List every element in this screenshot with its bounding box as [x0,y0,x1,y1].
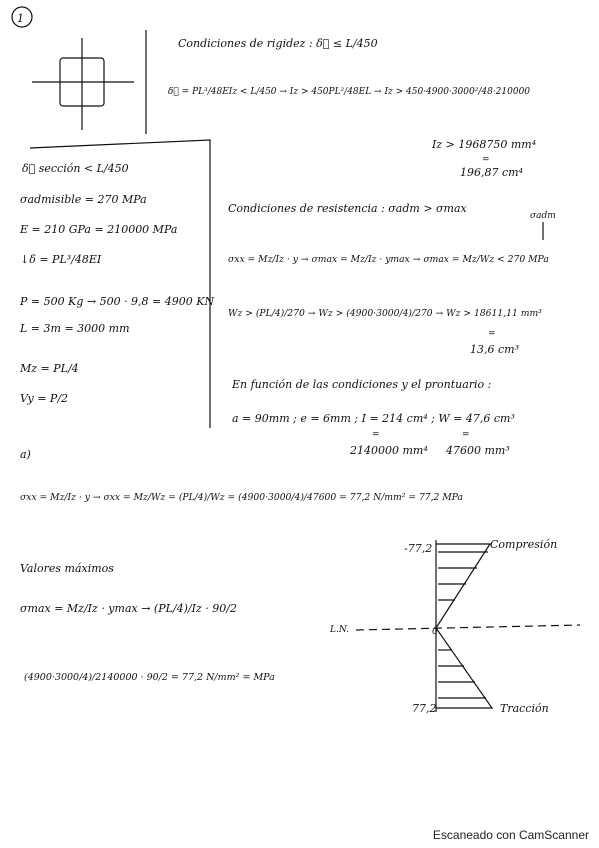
profile-intro: En función de las condiciones y el pront… [231,378,491,391]
part-a-equation: σxx = Mz/Iz · y → σxx = Mz/Wz = (PL/4)/W… [20,492,463,503]
diagram-zero-label: 0 [432,627,438,637]
problem-number-circle [11,6,33,28]
profile-mm-2: 47600 mm³ [445,444,510,457]
part-a-label: a) [20,448,31,461]
profile-values: a = 90mm ; e = 6mm ; I = 214 cm⁴ ; W = 4… [232,412,515,425]
stress-profile [435,543,494,709]
data-e-modulus: E = 210 GPa = 210000 MPa [19,223,177,236]
diagram-bottom-value: 77,2 [412,702,437,715]
problem-number: 1 [17,12,24,25]
profile-equals-2: = [462,430,470,440]
data-deflection-formula: ↓δ = PL³/48EI [20,253,102,266]
resistance-line1: σxx = Mz/Iz · y → σmax = Mz/Iz · ymax → … [228,254,549,265]
data-sigma-adm: σadmisible = 270 MPa [20,193,147,206]
rigidity-result-cm: 196,87 cm⁴ [460,166,523,179]
max-values-equation: σmax = Mz/Iz · ymax → (PL/4)/Iz · 90/2 [20,602,237,615]
profile-mm-1: 2140000 mm⁴ [349,444,428,457]
diagram-compression-label: Compresión [490,538,557,551]
diagram-tension-label: Tracción [500,702,549,715]
stress-diagram: -77,2 Compresión L.N. 0 77,2 Tracción [329,538,581,715]
separator-bracket [29,139,211,428]
resistance-line2: Wz > (PL/4)/270 → Wz > (4900·3000/4)/270… [228,308,542,319]
resistance-line2-equals: = [488,329,496,339]
diagram-neutral-axis-label: L.N. [329,625,349,635]
data-load: P = 500 Kg → 500 · 9,8 = 4900 KN [19,295,214,308]
rigidity-line: δ⃗ = PL³/48EIz < L/450 → Iz > 450PL²/48E… [168,87,530,97]
data-shear: Vy = P/2 [20,392,68,405]
rigidity-result-equals: = [482,155,490,165]
resistance-sigma-adm-label: σadm [530,211,556,221]
resistance-title: Condiciones de resistencia : σadm > σmax [228,202,468,215]
data-deflection: δ⃗ sección < L/450 [22,162,129,175]
rigidity-result: Iz > 1968750 mm⁴ [431,138,536,151]
neutral-axis-line [355,624,581,631]
diagram-top-value: -77,2 [404,542,432,555]
resistance-line2-cm: 13,6 cm³ [470,343,519,356]
data-moment: Mz = PL/4 [19,362,79,375]
data-length: L = 3m = 3000 mm [19,322,130,335]
profile-equals-1: = [372,430,380,440]
scanner-footer: Escaneado con CamScanner [432,828,589,842]
rigidity-title: Condiciones de rigidez : δ⃗ ≤ L/450 [178,37,378,50]
cross-section-sketch [32,38,134,130]
max-values-title: Valores máximos [20,562,114,575]
max-values-calc: (4900·3000/4)/2140000 · 90/2 = 77,2 N/mm… [24,672,275,683]
